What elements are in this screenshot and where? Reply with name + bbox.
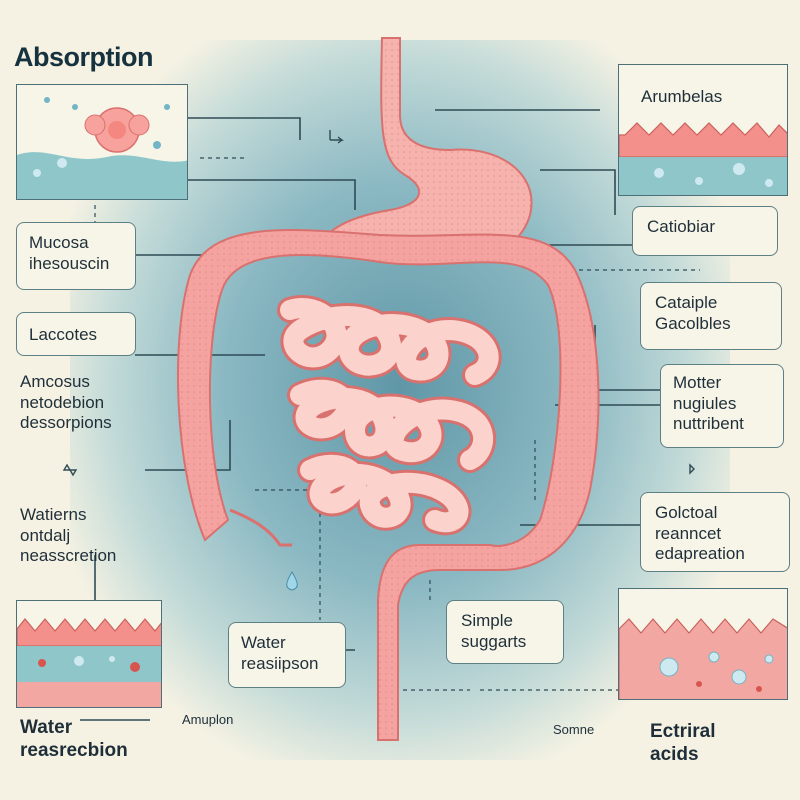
- villi-panel-top: Arumbelas: [618, 64, 788, 196]
- label-simple-line2: suggarts: [461, 631, 527, 651]
- label-amuplon: Amuplon: [182, 712, 234, 727]
- label-golctoal-line2: reanncet: [655, 523, 722, 543]
- villi-panel-bottom-right: [618, 588, 788, 700]
- label-box-golctoal: Golctoal reanncet edapreation: [640, 492, 790, 572]
- label-amcosus-line2: netodebion: [20, 392, 105, 412]
- label-amcosus-line1: Amcosus: [20, 372, 90, 391]
- label-laccotes: Laccotes: [29, 325, 98, 344]
- label-water-bl-line1: Water: [20, 717, 73, 738]
- label-ectriral-line1: Ectriral: [650, 721, 716, 742]
- flower-cell-icon: [84, 107, 150, 153]
- label-amcosus-line3: dessorpions: [20, 413, 112, 433]
- label-water-bl-line2: reasrecbion: [20, 740, 128, 762]
- villi-panel-bottom-left: [16, 600, 162, 708]
- label-arumbelas: Arumbelas: [641, 87, 723, 106]
- label-catiobiar: Catiobiar: [647, 217, 716, 236]
- villi-illustration: [619, 618, 787, 699]
- stomach-shape: [318, 37, 533, 262]
- cell-illustration: [17, 97, 187, 199]
- label-golctoal-line1: Golctoal: [655, 503, 718, 522]
- label-motter-line1: Motter: [673, 373, 722, 392]
- label-motter-line2: nugiules: [673, 393, 737, 413]
- label-watierns-group: Watierns ontdalj neasscretion: [20, 505, 116, 567]
- label-box-cataiple: Cataiple Gacolbles: [640, 282, 782, 350]
- label-mucosa-line1: Mucosa: [29, 233, 89, 252]
- large-intestine: [177, 229, 600, 741]
- label-box-catiobiar: Catiobiar: [632, 206, 778, 256]
- label-water-bottom-left-group: Water reasrecbion: [20, 716, 128, 762]
- label-cataiple-line1: Cataiple: [655, 293, 718, 312]
- cell-panel: [16, 84, 188, 200]
- villi-illustration: [619, 122, 787, 195]
- water-drop-icon: [286, 571, 298, 591]
- small-intestine: [277, 295, 502, 536]
- villi-illustration: [17, 618, 161, 707]
- label-box-water-reasiipson: Water reasiipson: [228, 622, 346, 688]
- label-somne: Somne: [553, 722, 595, 737]
- label-box-mucosa: Mucosa ihesouscin: [16, 222, 136, 290]
- label-motter-line3: nuttribent: [673, 414, 744, 434]
- label-watierns-line3: neasscretion: [20, 546, 117, 566]
- label-simple-line1: Simple: [461, 611, 513, 630]
- label-water-r-line2: reasiipson: [241, 653, 319, 673]
- label-water-r-line1: Water: [241, 633, 286, 652]
- label-mucosa-line2: ihesouscin: [29, 253, 110, 273]
- label-golctoal-line3: edapreation: [655, 544, 745, 564]
- page-title: Absorption: [14, 42, 153, 72]
- label-cataiple-line2: Gacolbles: [655, 313, 731, 333]
- label-box-simple-suggarts: Simple suggarts: [446, 600, 564, 664]
- label-box-laccotes: Laccotes: [16, 312, 136, 356]
- label-amcosus-group: Amcosus netodebion dessorpions: [20, 372, 112, 434]
- arrow-pointer-icon: [62, 130, 695, 477]
- label-box-motter: Motter nugiules nuttribent: [660, 364, 784, 448]
- label-watierns-line2: ontdalj: [20, 525, 71, 545]
- label-ectriral-line2: acids: [650, 744, 699, 766]
- label-ectriral-acids-group: Ectriral acids: [650, 720, 715, 766]
- label-watierns-line1: Watierns: [20, 505, 87, 524]
